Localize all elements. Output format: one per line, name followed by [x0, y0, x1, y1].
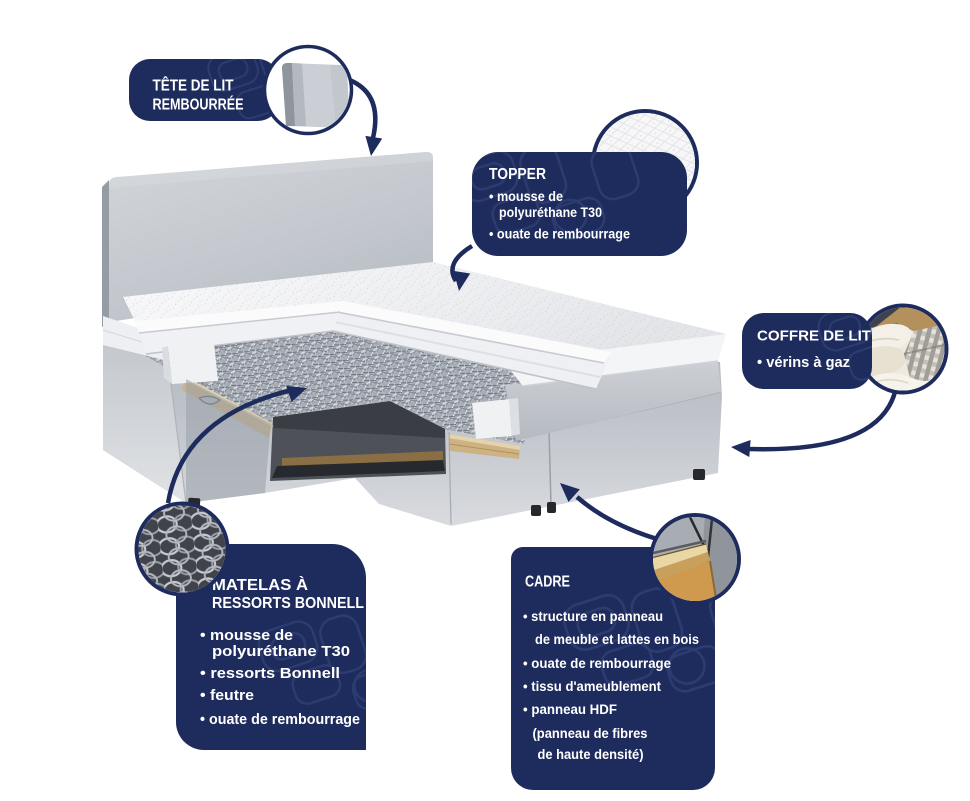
svg-text:• ouate de rembourrage: • ouate de rembourrage — [200, 711, 360, 728]
svg-text:polyuréthane T30: polyuréthane T30 — [212, 643, 350, 660]
svg-text:polyuréthane T30: polyuréthane T30 — [499, 204, 602, 220]
svg-text:• ressorts Bonnell: • ressorts Bonnell — [200, 665, 340, 682]
svg-text:de haute densité): de haute densité) — [538, 747, 644, 762]
svg-text:de meuble et lattes en bois: de meuble et lattes en bois — [535, 632, 699, 647]
svg-text:(panneau de fibres: (panneau de fibres — [533, 726, 648, 741]
svg-text:• tissu d'ameublement: • tissu d'ameublement — [523, 679, 661, 694]
svg-text:• feutre: • feutre — [200, 687, 254, 704]
svg-text:• ouate de rembourrage: • ouate de rembourrage — [523, 656, 671, 671]
svg-text:REMBOURRÉE: REMBOURRÉE — [153, 97, 244, 114]
svg-text:• vérins à gaz: • vérins à gaz — [757, 354, 850, 371]
svg-text:TÊTE DE LIT: TÊTE DE LIT — [153, 77, 234, 95]
svg-text:• mousse de: • mousse de — [200, 627, 293, 644]
svg-text:• ouate de rembourrage: • ouate de rembourrage — [489, 226, 630, 242]
svg-text:CADRE: CADRE — [525, 574, 570, 591]
svg-text:RESSORTS BONNELL: RESSORTS BONNELL — [212, 595, 364, 612]
svg-text:• panneau HDF: • panneau HDF — [523, 702, 617, 717]
svg-text:MATELAS À: MATELAS À — [212, 577, 308, 594]
svg-text:COFFRE DE LIT: COFFRE DE LIT — [757, 328, 871, 345]
svg-text:TOPPER: TOPPER — [489, 166, 546, 183]
svg-text:• mousse de: • mousse de — [489, 188, 563, 204]
svg-text:• structure en panneau: • structure en panneau — [523, 609, 663, 624]
